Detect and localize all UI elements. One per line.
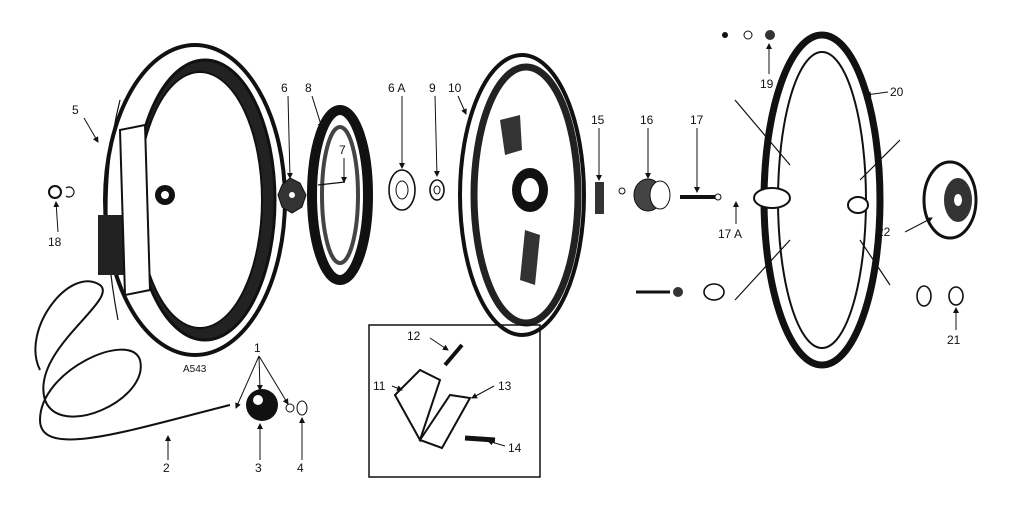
label-17: 17 bbox=[690, 113, 704, 127]
label-18: 18 bbox=[48, 235, 62, 249]
label-8: 8 bbox=[305, 81, 312, 95]
diagram-code: A543 bbox=[183, 364, 207, 375]
label-4: 4 bbox=[297, 461, 304, 475]
mounting-frame bbox=[734, 31, 901, 369]
label-13: 13 bbox=[498, 379, 512, 393]
cap-22 bbox=[922, 160, 978, 240]
label-19: 19 bbox=[760, 77, 774, 91]
washer-4a bbox=[285, 403, 295, 413]
label-14: 14 bbox=[508, 441, 522, 455]
screw-set-19 bbox=[722, 30, 775, 40]
knob-3 bbox=[246, 389, 278, 421]
label-5: 5 bbox=[72, 103, 79, 117]
leader-lines bbox=[53, 43, 959, 460]
label-6a: 6 A bbox=[388, 81, 405, 95]
label-16: 16 bbox=[640, 113, 654, 127]
small-pin bbox=[618, 187, 626, 195]
label-22: 22 bbox=[877, 225, 891, 239]
bushing-16 bbox=[633, 178, 671, 212]
coil-spring bbox=[307, 105, 373, 285]
inset-box bbox=[368, 324, 541, 478]
label-2: 2 bbox=[163, 461, 170, 475]
label-1: 1 bbox=[254, 341, 261, 355]
label-6: 6 bbox=[281, 81, 288, 95]
label-17a: 17 A bbox=[718, 227, 742, 241]
reel-plate bbox=[458, 53, 586, 337]
washer-4 bbox=[296, 400, 308, 416]
label-15: 15 bbox=[591, 113, 605, 127]
part-18 bbox=[48, 185, 75, 199]
hose bbox=[34, 280, 231, 441]
label-10: 10 bbox=[448, 81, 462, 95]
nut-21 bbox=[948, 286, 964, 306]
drum-housing bbox=[98, 43, 287, 357]
star-knob bbox=[277, 177, 307, 214]
label-20: 20 bbox=[890, 85, 904, 99]
label-21: 21 bbox=[947, 333, 961, 347]
label-7: 7 bbox=[339, 143, 346, 157]
label-11: 11 bbox=[373, 379, 386, 393]
label-12: 12 bbox=[407, 329, 421, 343]
pin-15 bbox=[595, 182, 604, 214]
label-9: 9 bbox=[429, 81, 436, 95]
label-3: 3 bbox=[255, 461, 262, 475]
bottom-screw bbox=[636, 283, 725, 301]
washer-near-21 bbox=[916, 285, 932, 307]
bolt-17 bbox=[680, 193, 722, 201]
